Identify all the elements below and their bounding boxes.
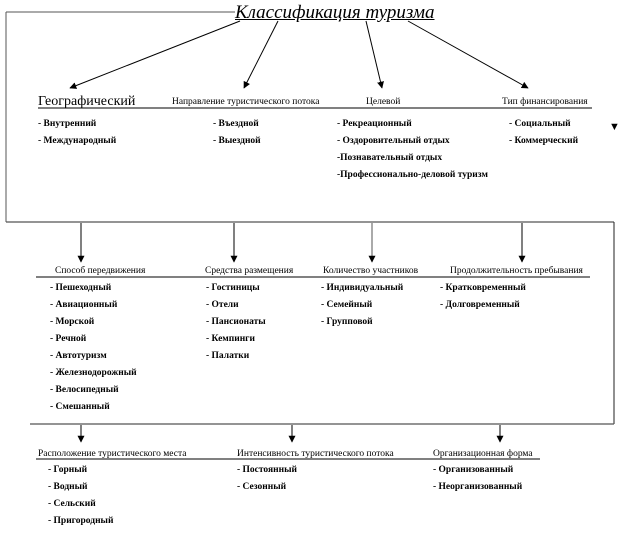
category-organization: Организационная форма <box>433 449 533 459</box>
list-item: - Морской <box>50 317 95 327</box>
list-item: - Авиационный <box>50 300 118 310</box>
arrow-direction <box>243 20 279 89</box>
list-item: - Выездной <box>213 136 261 146</box>
list-item: - Железнодорожный <box>50 368 137 378</box>
list-item: - Велосипедный <box>50 385 119 395</box>
list-item: - Индивидуальный <box>321 283 404 293</box>
list-item: - Гостиницы <box>206 283 260 293</box>
list-item: - Речной <box>50 334 87 344</box>
frame-line <box>5 11 615 425</box>
category-accommodation: Средства размещения <box>205 266 294 276</box>
list-item: - Постоянный <box>237 465 297 475</box>
category-participants: Количество участников <box>323 266 419 276</box>
list-item: - Кемпинги <box>206 334 255 344</box>
diagram-title: Классификация туризма <box>235 2 435 23</box>
list-item: - Долговременный <box>440 300 520 310</box>
list-item: - Внутренний <box>38 119 97 129</box>
category-direction: Направление туристического потока <box>172 97 320 107</box>
list-item: - Смешанный <box>50 402 110 412</box>
category-transport: Способ передвижения <box>55 266 146 276</box>
arrow-financing <box>407 20 529 89</box>
list-item: - Оздоровительный отдых <box>337 136 450 146</box>
list-item: - Организованный <box>433 465 514 475</box>
list-item: - Рекреационный <box>337 119 412 129</box>
arrow-purpose <box>365 20 384 89</box>
list-item: - Водный <box>48 482 88 492</box>
list-item: - Въездной <box>213 119 259 129</box>
category-geographic: Географический <box>38 94 136 109</box>
category-intensity: Интенсивность туристического потока <box>237 449 394 459</box>
list-item: - Горный <box>48 465 88 475</box>
category-financing: Тип финансирования <box>502 97 588 107</box>
triangle-down-icon: ▼ <box>609 121 620 133</box>
category-location: Расположение туристического места <box>38 449 187 459</box>
list-item: - Социальный <box>509 119 571 129</box>
list-item: - Сезонный <box>237 482 287 492</box>
category-duration: Продолжительность пребывания <box>450 266 583 276</box>
list-item: - Пригородный <box>48 516 114 526</box>
list-item: - Палатки <box>206 351 250 361</box>
list-item: - Неорганизованный <box>433 482 523 492</box>
list-item: - Международный <box>38 136 117 146</box>
list-item: - Групповой <box>321 317 373 327</box>
list-item: - Пешеходный <box>50 283 112 293</box>
list-item: - Коммерческий <box>509 136 579 146</box>
list-item: - Сельский <box>48 499 96 509</box>
list-item: - Отели <box>206 300 239 310</box>
list-item: -Познавательный отдых <box>337 153 443 163</box>
list-item: - Пансионаты <box>206 317 266 327</box>
list-item: - Семейный <box>321 300 373 310</box>
list-item: - Кратковременный <box>440 283 526 293</box>
arrow-geographic <box>69 20 241 89</box>
category-purpose: Целевой <box>366 97 401 107</box>
list-item: - Автотуризм <box>50 351 107 361</box>
list-item: -Профессионально-деловой туризм <box>337 170 488 180</box>
